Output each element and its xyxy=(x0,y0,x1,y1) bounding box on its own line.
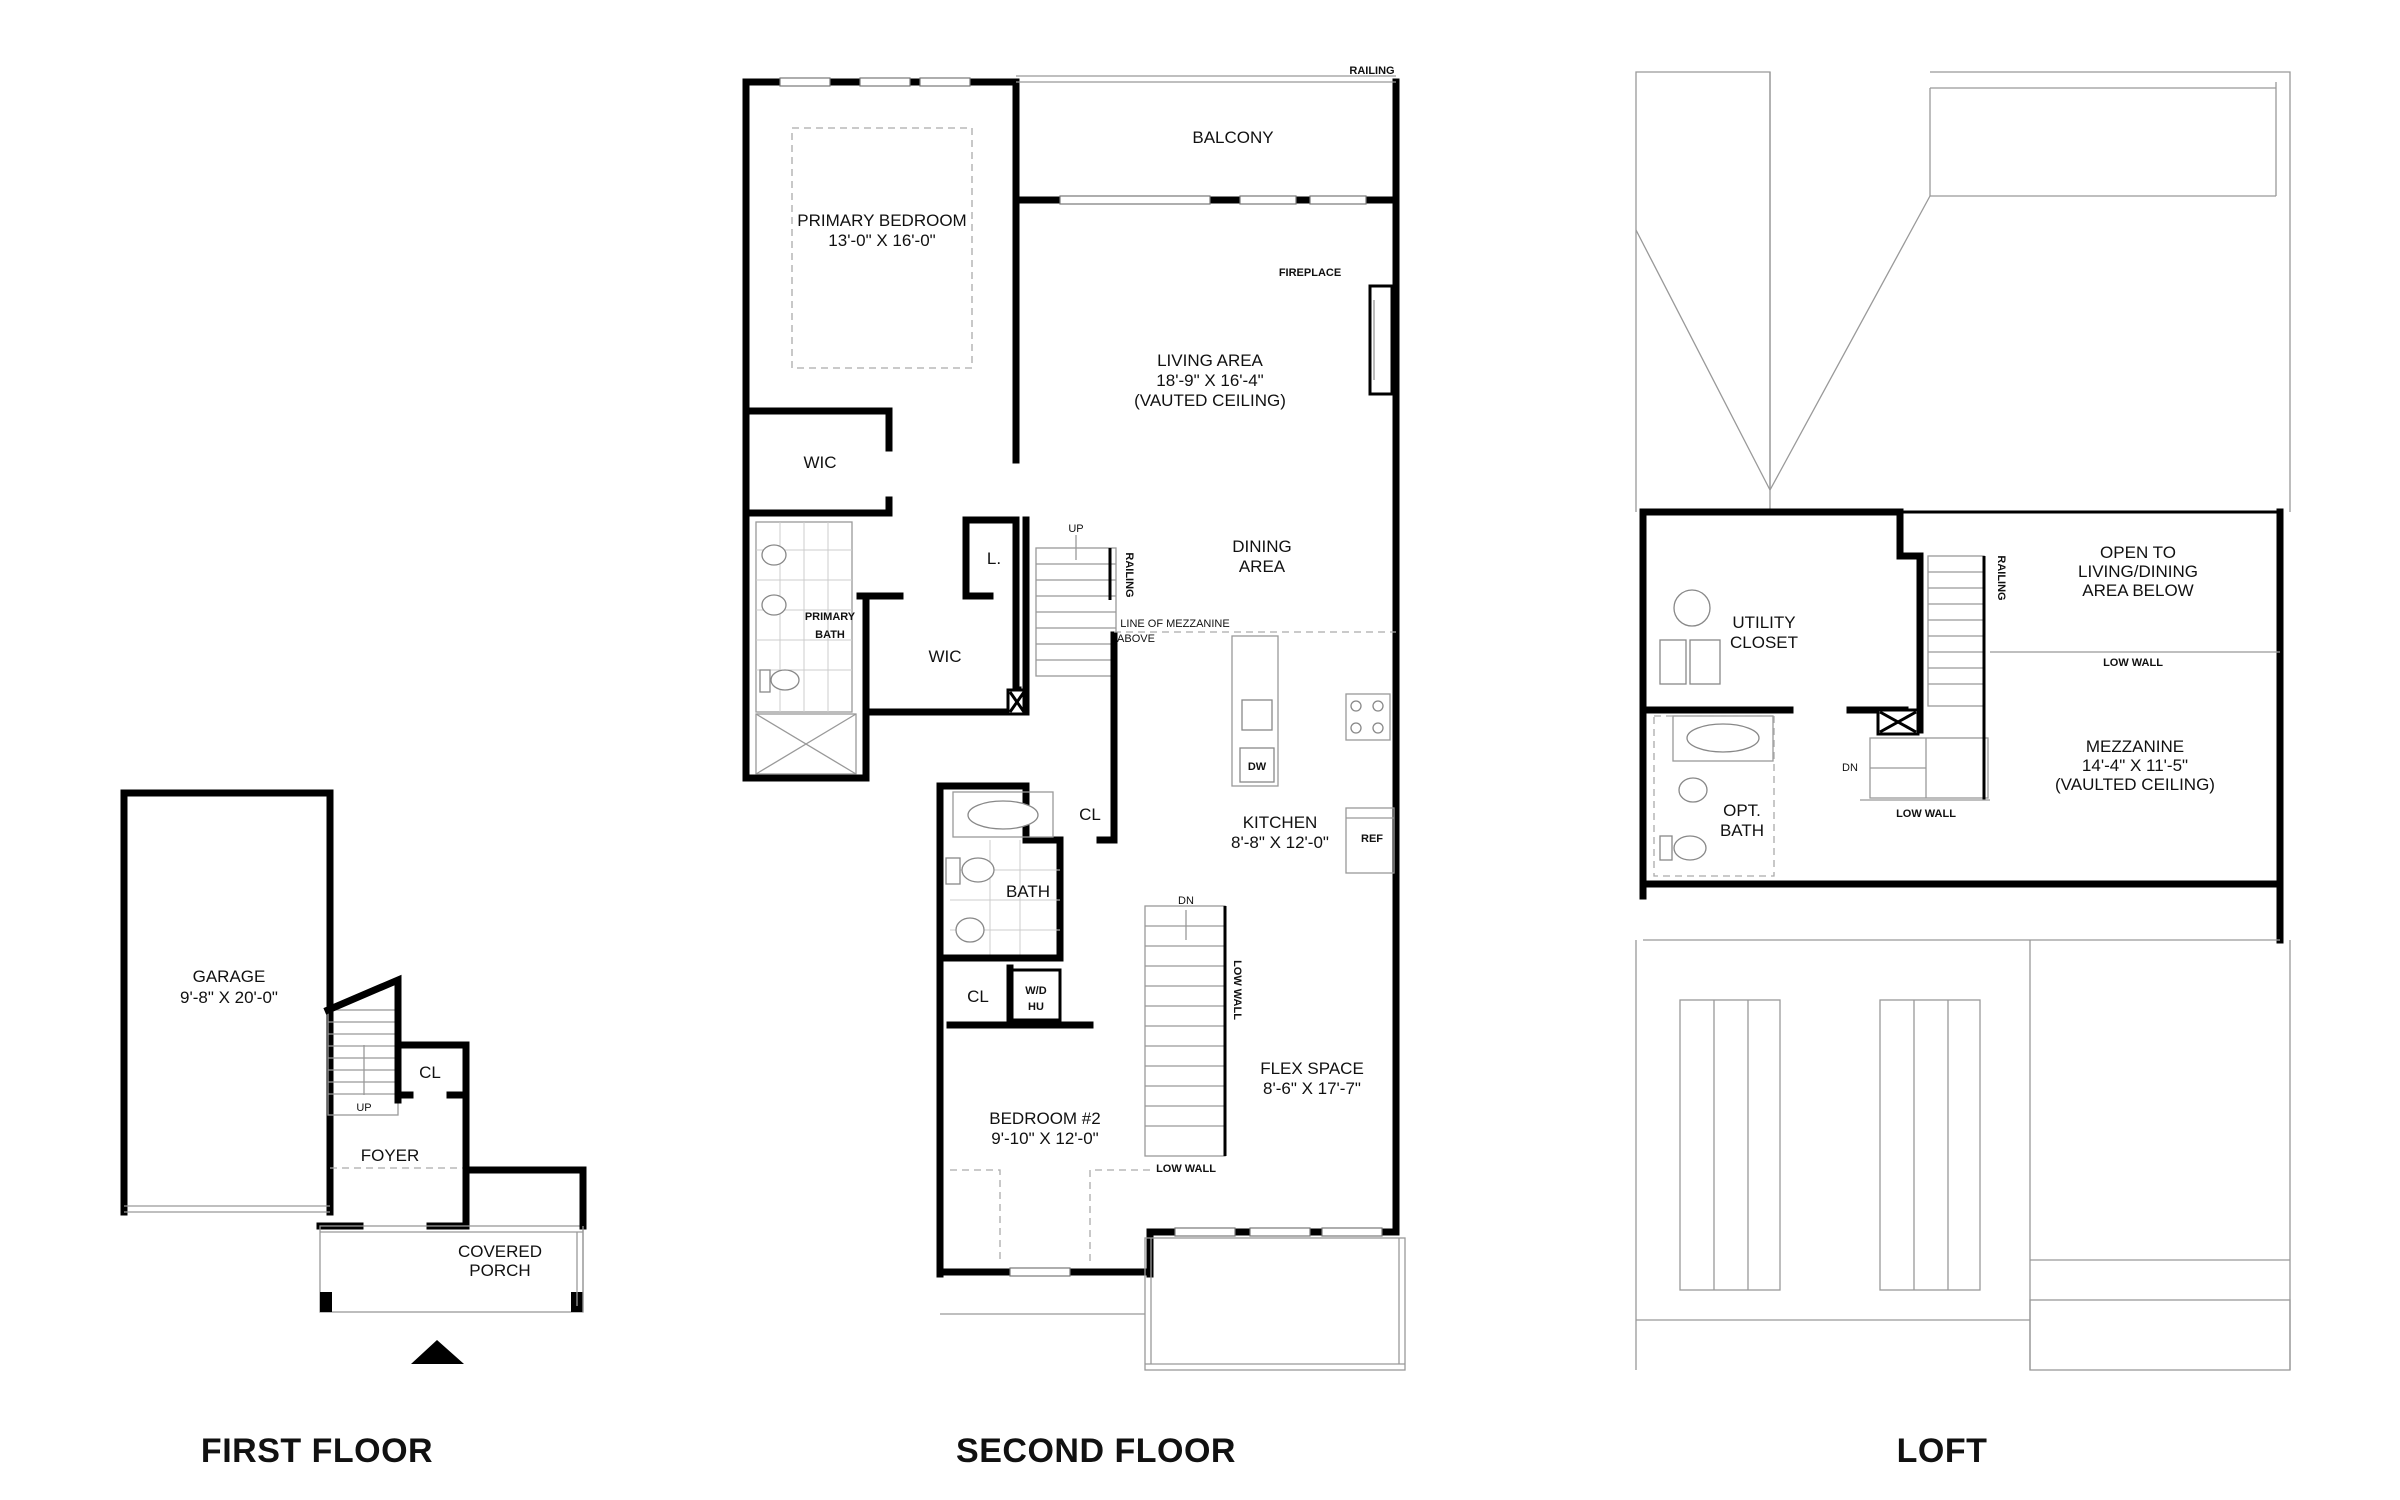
bath-closet-label: CL xyxy=(1079,805,1101,824)
open-below-line3: AREA BELOW xyxy=(2082,581,2193,600)
mezzanine-name: MEZZANINE xyxy=(2086,737,2184,756)
first-floor-title: FIRST FLOOR xyxy=(200,1432,434,1470)
top-railing-label: RAILING xyxy=(1349,65,1394,77)
bedroom2-size: 9'-10" X 12'-0" xyxy=(991,1129,1098,1148)
living-area-size: 18'-9" X 16'-4" xyxy=(1156,371,1263,390)
primary-bedroom-name: PRIMARY BEDROOM xyxy=(797,211,966,230)
loft-plan: UTILITY CLOSET OPEN TO LIVING/DINING ARE… xyxy=(1635,71,2291,1371)
kitchen-name: KITCHEN xyxy=(1243,813,1318,832)
porch-label-line1: COVERED xyxy=(458,1242,542,1261)
wic-upper-label: WIC xyxy=(803,453,836,472)
mezzanine-size: 14'-4" X 11'-5" xyxy=(2082,756,2188,775)
opt-bath-line2: BATH xyxy=(1720,821,1764,840)
mezzanine-note: (VAULTED CEILING) xyxy=(2055,775,2215,794)
kitchen-size: 8'-8" X 12'-0" xyxy=(1231,833,1329,852)
stair-up-label: UP xyxy=(1068,523,1083,535)
entry-arrow-icon xyxy=(411,1340,464,1364)
flex-space-name: FLEX SPACE xyxy=(1260,1059,1364,1078)
loft-railing-label: RAILING xyxy=(1995,555,2007,600)
garage-size: 9'-8" X 20'-0" xyxy=(180,988,278,1007)
flex-low-wall-label: LOW WALL xyxy=(1156,1163,1216,1175)
open-below-line1: OPEN TO xyxy=(2100,543,2176,562)
utility-closet-line2: CLOSET xyxy=(1730,633,1798,652)
l-closet-label: L. xyxy=(987,549,1001,568)
foyer-label: FOYER xyxy=(361,1146,420,1165)
second-floor-title: SECOND FLOOR xyxy=(956,1432,1236,1470)
flex-low-wall-vertical: LOW WALL xyxy=(1231,960,1243,1020)
washer-dryer-label: W/D xyxy=(1025,985,1046,997)
loft-low-wall-bottom: LOW WALL xyxy=(1896,808,1956,820)
utility-closet-line1: UTILITY xyxy=(1732,613,1795,632)
bath-label: BATH xyxy=(1006,882,1050,901)
heating-unit-label: HU xyxy=(1028,1001,1044,1013)
opt-bath-line1: OPT. xyxy=(1723,801,1761,820)
loft-title: LOFT xyxy=(1896,1432,1988,1470)
bedroom-closet-label: CL xyxy=(967,987,989,1006)
mezzanine-line-label-1: LINE OF MEZZANINE xyxy=(1120,618,1229,630)
loft-stair-dn-label: DN xyxy=(1842,762,1858,774)
garage-name: GARAGE xyxy=(193,967,266,986)
second-floor-plan: RAILING BALCONY PRIMARY BEDROOM 13'-0" X… xyxy=(742,65,1406,1371)
open-below-line2: LIVING/DINING xyxy=(2078,562,2198,581)
dining-area-line1: DINING xyxy=(1232,537,1292,556)
fireplace-label: FIREPLACE xyxy=(1279,267,1341,279)
living-area-name: LIVING AREA xyxy=(1157,351,1263,370)
primary-bath-line1: PRIMARY xyxy=(805,611,856,623)
dining-area-line2: AREA xyxy=(1239,557,1286,576)
flex-stair-dn-label: DN xyxy=(1178,895,1194,907)
porch-label-line2: PORCH xyxy=(469,1261,530,1280)
balcony-label: BALCONY xyxy=(1192,128,1273,147)
first-stair-up-label: UP xyxy=(356,1102,371,1114)
dishwasher-label: DW xyxy=(1248,761,1267,773)
primary-bath-line2: BATH xyxy=(815,629,845,641)
flex-space-size: 8'-6" X 17'-7" xyxy=(1263,1079,1361,1098)
refrigerator-label: REF xyxy=(1361,833,1383,845)
first-cl-label: CL xyxy=(419,1063,441,1082)
first-floor-plan: GARAGE 9'-8" X 20'-0" CL UP FOYER COVERE… xyxy=(120,789,587,1364)
loft-low-wall-top: LOW WALL xyxy=(2103,657,2163,669)
mezzanine-line-label-2: ABOVE xyxy=(1117,633,1155,645)
stair-railing-label: RAILING xyxy=(1123,552,1135,597)
wic-lower-label: WIC xyxy=(928,647,961,666)
primary-bedroom-size: 13'-0" X 16'-0" xyxy=(828,231,935,250)
bedroom2-name: BEDROOM #2 xyxy=(989,1109,1100,1128)
living-area-note: (VAUTED CEILING) xyxy=(1134,391,1286,410)
